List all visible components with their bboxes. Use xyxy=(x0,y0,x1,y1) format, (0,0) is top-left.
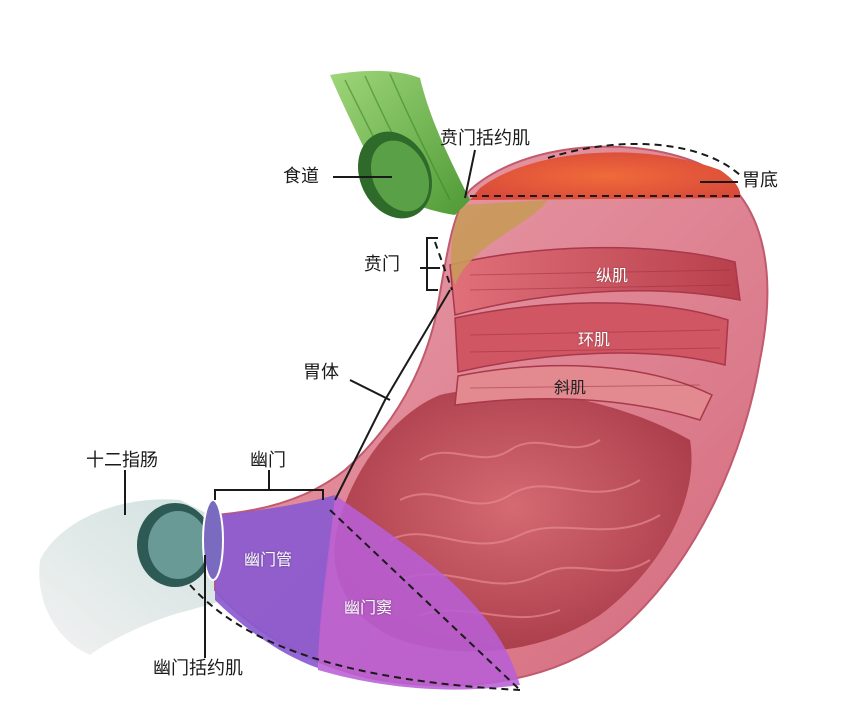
label-fundus: 胃底 xyxy=(742,170,778,191)
label-esophagus: 食道 xyxy=(283,166,319,187)
label-pyloric-antrum: 幽门窦 xyxy=(344,598,393,617)
pyloric-sphincter-ring xyxy=(202,499,224,581)
circular-muscle-layer xyxy=(454,302,729,373)
label-pyloric-canal: 幽门管 xyxy=(244,550,293,569)
label-duodenum: 十二指肠 xyxy=(86,450,158,471)
label-longitudinal-muscle: 纵肌 xyxy=(596,266,629,285)
cardia-region xyxy=(450,200,548,285)
label-body: 胃体 xyxy=(303,362,339,383)
label-cardiac-sphincter: 贲门括约肌 xyxy=(440,128,530,149)
fundus-region xyxy=(470,152,741,200)
label-pyloric-sphincter: 幽门括约肌 xyxy=(153,658,243,679)
pyloric-antrum-region xyxy=(318,495,520,690)
oblique-muscle-layer xyxy=(454,364,713,421)
label-cardia: 贲门 xyxy=(364,254,400,275)
muscle-layers xyxy=(449,246,741,421)
label-circular-muscle: 环肌 xyxy=(578,330,611,349)
leader-lines xyxy=(124,149,738,658)
pyloric-canal-region xyxy=(215,495,335,668)
dashed-outlines xyxy=(189,142,741,691)
esophagus xyxy=(330,70,470,219)
label-oblique-muscle: 斜肌 xyxy=(554,378,587,397)
duodenum xyxy=(39,499,225,655)
longitudinal-muscle-layer xyxy=(449,246,741,316)
label-pylorus: 幽门 xyxy=(250,450,286,471)
